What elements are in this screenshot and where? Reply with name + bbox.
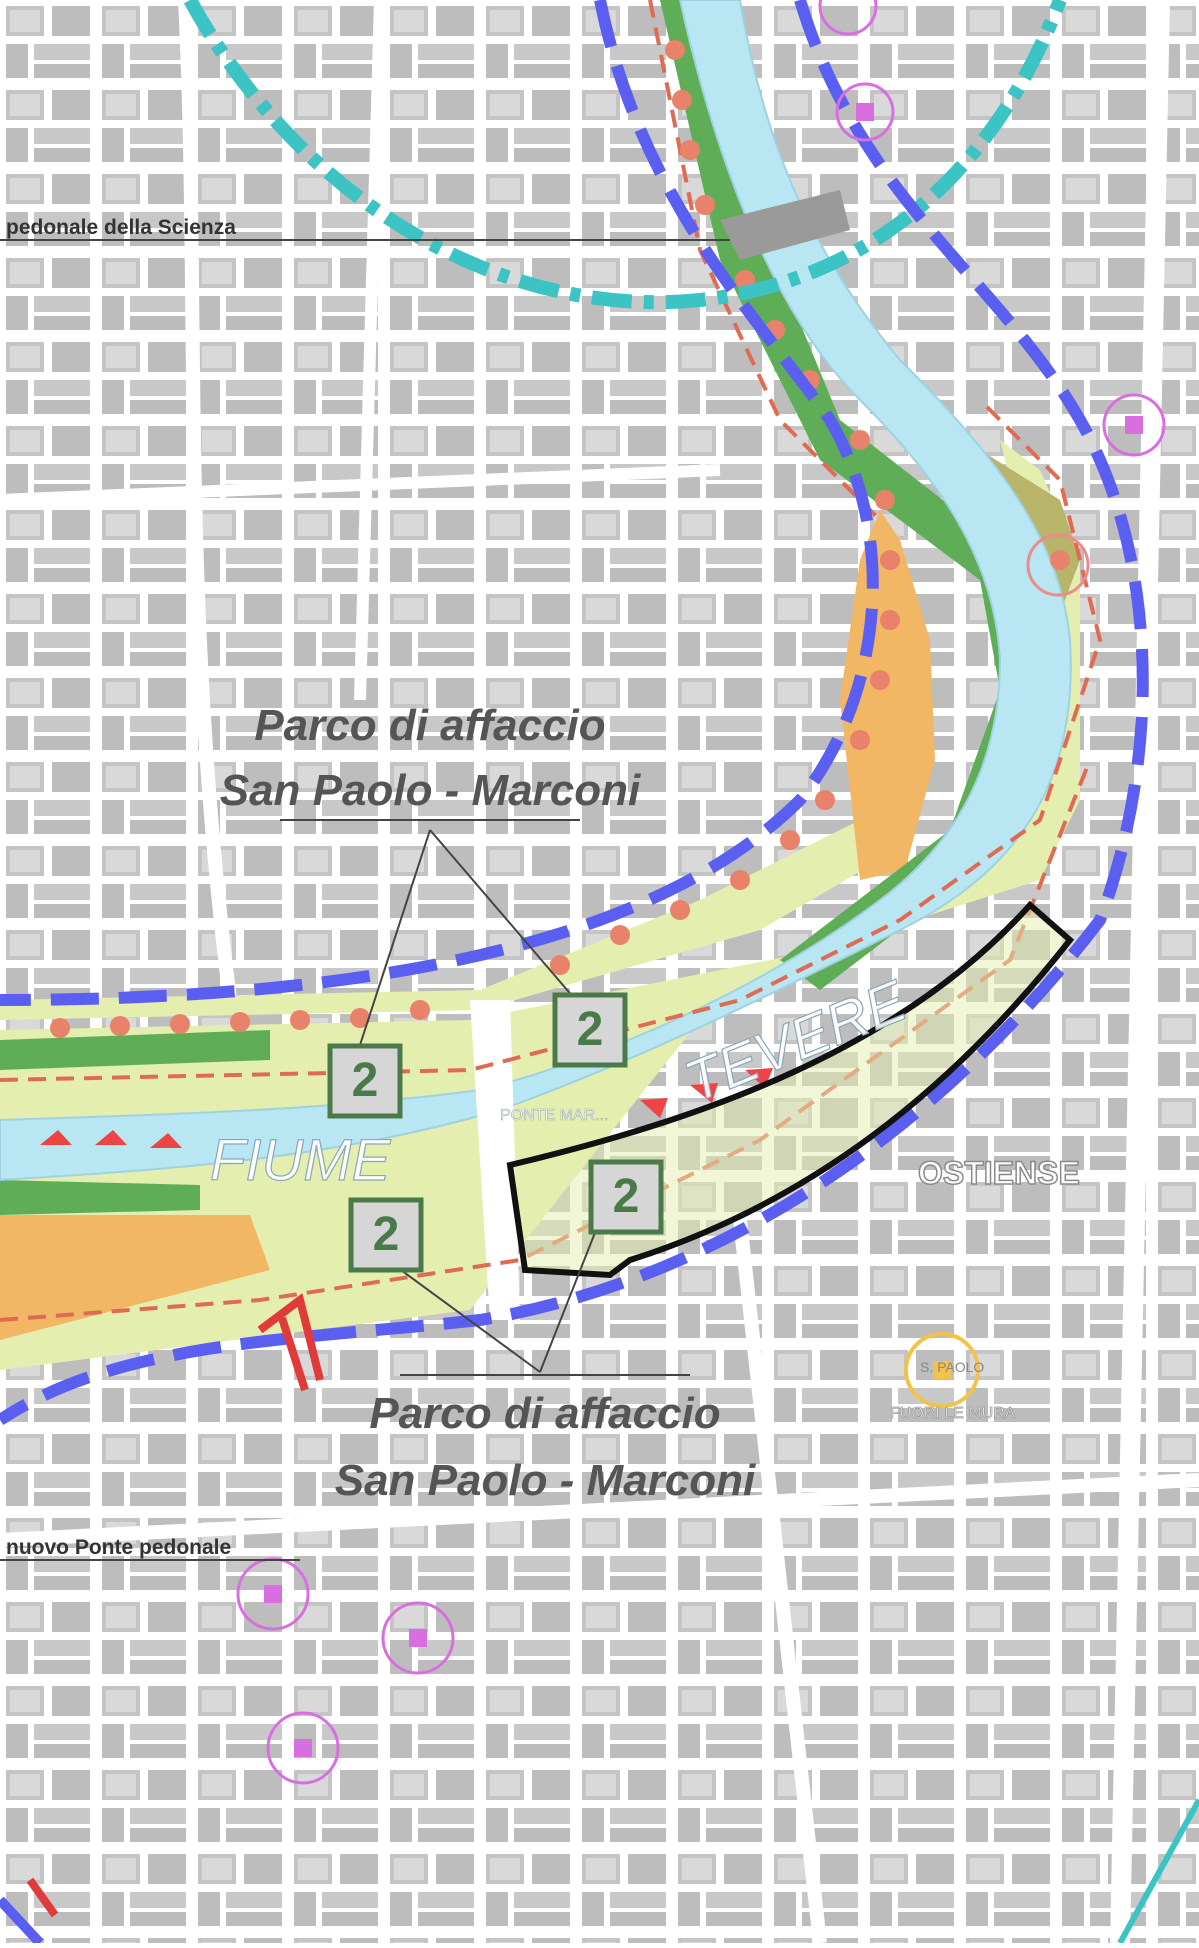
park-zone-orange-left [0,1215,270,1340]
park-label-top-line1: Parco di affaccio [254,701,605,750]
zone-marker[interactable]: 2 [588,1159,664,1235]
cycle-route-teal [183,0,1067,310]
park-zone-orange-right [840,510,935,880]
bridge-scienza [720,190,850,260]
ponte-label: PONTE MAR... [500,1107,608,1124]
park-strip-green-left-bottom [0,1180,200,1215]
park-label-bottom-line1: Parco di affaccio [369,1389,720,1438]
zone-marker-label: 2 [373,1208,400,1261]
zone-marker[interactable]: 2 [327,1043,403,1119]
river-arrow-icon [40,1068,773,1148]
river-label-left: FIUME [210,1128,392,1193]
zone-marker-label: 2 [613,1170,640,1223]
park-band-light-upper [0,790,900,1020]
park-strip-green-left-top [0,1030,270,1070]
basilica-icon [904,1332,980,1408]
bridge-label-bottom: nuovo Ponte pedonale [6,1536,231,1559]
zone-marker[interactable]: 2 [348,1197,424,1273]
callout-lines [0,239,730,1561]
basilica-label-line1: S. PAOLO [920,1359,984,1375]
map-edge-marker [0,1896,44,1947]
poi-marker-icon [236,0,1166,1785]
basilica-label-line2: FUORI LE MURA [890,1405,1016,1422]
access-marker-icon [257,1293,324,1392]
boundary-blue [0,0,1149,1425]
zone-marker-label: 2 [352,1054,379,1107]
zone-marker[interactable]: 2 [552,992,628,1068]
tree-row-dots [50,40,1070,1038]
bridge-marconi [470,1000,520,1320]
park-label-bottom-line2: San Paolo - Marconi [335,1456,756,1505]
pink-circle-marker [1026,533,1090,597]
cycle-route-teal-lower [1117,1798,1199,1945]
bridge-label-top: pedonale della Scienza [6,216,236,239]
zone-marker-label: 2 [577,1003,604,1056]
river-tevere [0,0,1072,1182]
park-label-top-line2: San Paolo - Marconi [220,766,641,815]
district-label: OSTIENSE [918,1155,1080,1191]
map-edge-marker-red [26,1877,59,1918]
